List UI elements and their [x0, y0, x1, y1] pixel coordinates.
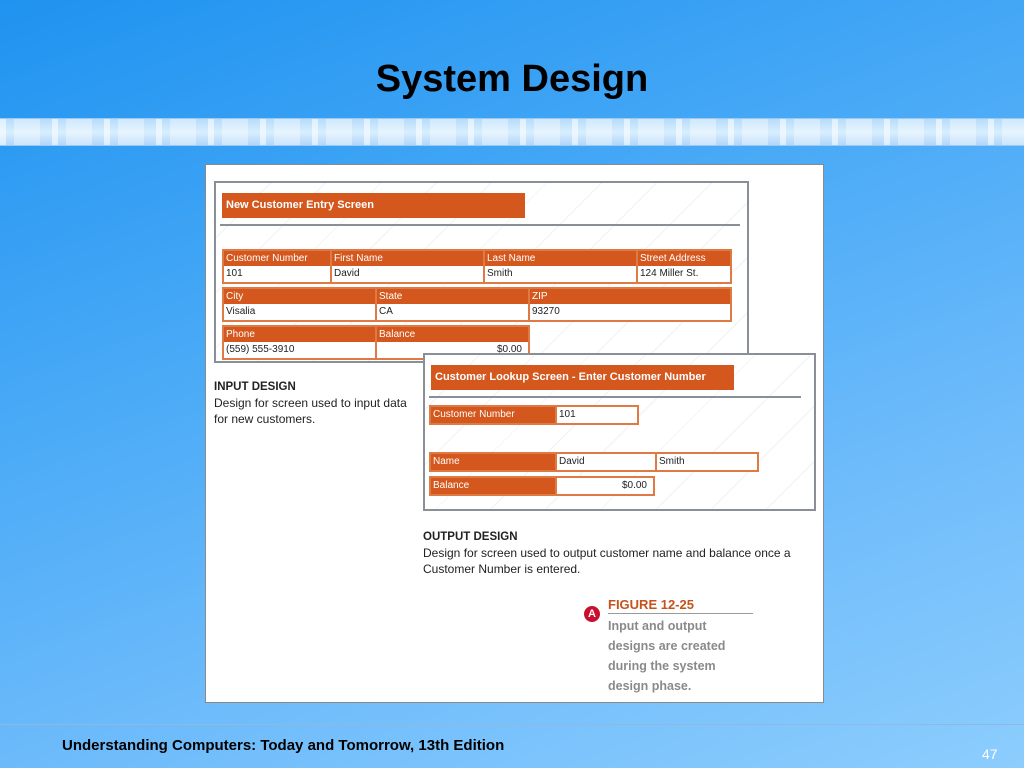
- field-street-address: Street Address 124 Miller St.: [636, 249, 732, 284]
- input-screen-header: New Customer Entry Screen: [222, 193, 525, 218]
- field-first-name: First Name David: [330, 249, 485, 284]
- field-phone: Phone (559) 555-3910: [222, 325, 377, 360]
- field-last-name: Last Name Smith: [483, 249, 638, 284]
- field-zip: ZIP 93270: [528, 287, 732, 322]
- field-city: City Visalia: [222, 287, 377, 322]
- lookup-name: Name David Smith: [429, 452, 759, 472]
- publisher-logo-icon: A: [584, 606, 600, 622]
- footer-book-title: Understanding Computers: Today and Tomor…: [62, 737, 505, 754]
- divider: [220, 224, 740, 226]
- input-design-panel: New Customer Entry Screen Customer Numbe…: [214, 181, 749, 363]
- output-screen-header: Customer Lookup Screen - Enter Customer …: [431, 365, 734, 390]
- lookup-balance: Balance $0.00: [429, 476, 655, 496]
- figure-image: New Customer Entry Screen Customer Numbe…: [205, 164, 824, 703]
- field-state: State CA: [375, 287, 530, 322]
- page-number: 47: [982, 746, 998, 762]
- field-customer-number: Customer Number 101: [222, 249, 332, 284]
- lookup-customer-number: Customer Number 101: [429, 405, 639, 425]
- footer-divider: [0, 724, 1024, 725]
- decorative-stripe-band: [0, 118, 1024, 146]
- input-design-caption: INPUT DESIGN Design for screen used to i…: [214, 381, 407, 426]
- slide-title: System Design: [375, 58, 649, 100]
- divider: [429, 396, 801, 398]
- figure-caption: Input and output designs are created dur…: [608, 619, 726, 693]
- output-design-panel: Customer Lookup Screen - Enter Customer …: [423, 353, 816, 511]
- figure-label: FIGURE 12-25: [608, 597, 753, 614]
- output-design-caption: OUTPUT DESIGN Design for screen used to …: [423, 531, 791, 576]
